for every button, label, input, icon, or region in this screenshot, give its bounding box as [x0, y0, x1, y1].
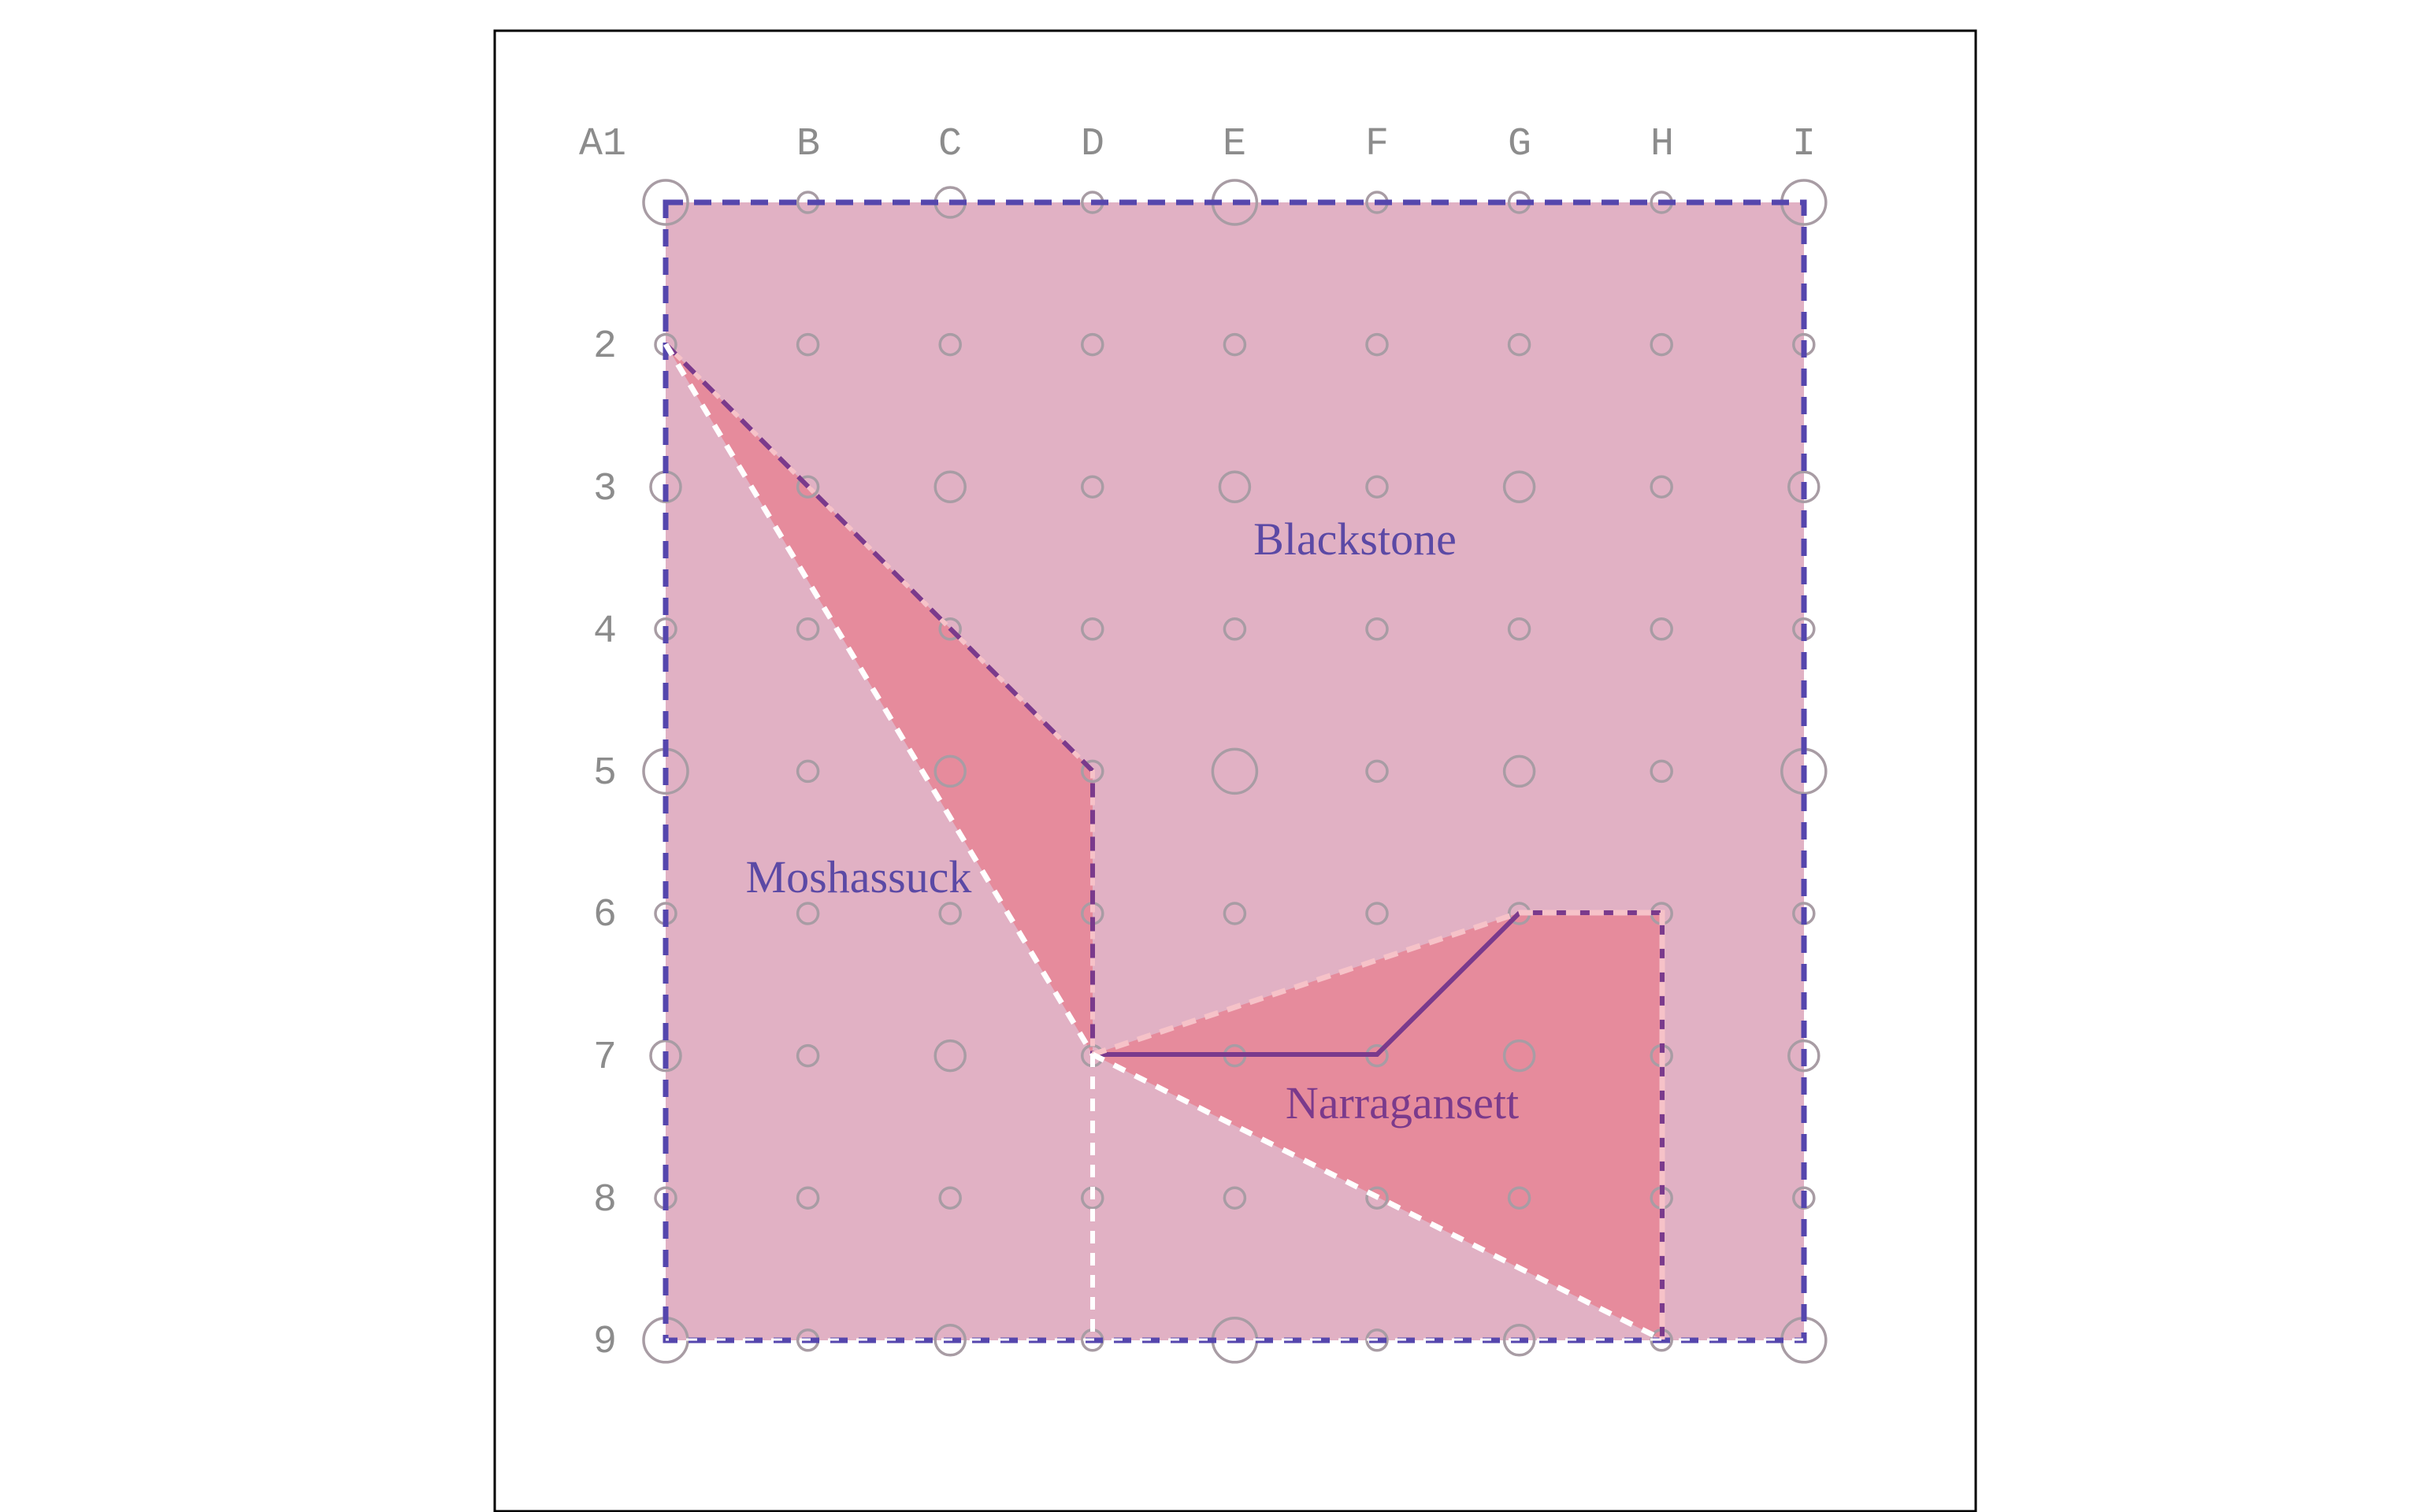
grid-dot [1650, 475, 1673, 498]
moshassuck-white-diagonal [663, 343, 1096, 1056]
grid-dot [1507, 332, 1531, 357]
grid-dot [1365, 332, 1389, 357]
column-label: G [1508, 122, 1531, 167]
blackstone-label: Blackstone [1253, 513, 1457, 565]
grid-dot [1502, 754, 1536, 788]
row-label: 8 [593, 1178, 617, 1223]
grid-dot [796, 759, 820, 784]
grid-dot [1081, 475, 1104, 498]
row-label: 6 [593, 893, 617, 938]
grid-dot [1365, 902, 1389, 925]
grid-dot [1502, 1324, 1536, 1357]
narragansett-white-diagonal [1091, 1051, 1664, 1343]
row-label: 5 [593, 751, 617, 796]
grid-dot [796, 902, 820, 925]
grid-dot [1211, 747, 1259, 795]
grid-dot [642, 179, 689, 226]
row-label: 3 [593, 467, 617, 512]
grid-dot [1650, 332, 1673, 357]
narragansett-region [1093, 913, 1662, 1340]
row-label: 7 [593, 1036, 617, 1080]
narragansett-label: Narragansett [1286, 1077, 1519, 1128]
column-label: C [938, 122, 962, 167]
grid-dot [1081, 617, 1104, 641]
grid-dot [1507, 617, 1531, 641]
grid-dot [938, 1186, 962, 1210]
column-label: E [1223, 122, 1246, 167]
grid-dot [796, 617, 820, 641]
row-label: 4 [593, 610, 617, 654]
grid-dot [1502, 470, 1536, 503]
row-label: 9 [593, 1320, 617, 1365]
grid-dot [938, 332, 962, 357]
boundaries [663, 199, 1807, 1343]
grid-dot [1650, 759, 1673, 784]
row-labels: 2 3 4 5 6 7 8 9 [593, 324, 617, 1365]
column-label: D [1081, 122, 1104, 167]
grid-dot [796, 1043, 820, 1068]
grid-dot [938, 902, 962, 925]
grid-dot [933, 1324, 967, 1357]
row-label: 2 [593, 324, 617, 369]
column-label: F [1365, 122, 1389, 167]
column-label: A1 [579, 122, 626, 167]
grid-dot [1365, 617, 1389, 641]
grid-dot [796, 475, 820, 498]
grid-dot [796, 1186, 820, 1210]
grid-dot [649, 1039, 682, 1073]
grid-dot [938, 617, 962, 641]
column-labels: A1 B C D E F G H I [579, 122, 1816, 167]
moshassuck-pink-edge [663, 342, 1095, 1054]
column-label: B [796, 122, 820, 167]
grid-dot [1223, 1186, 1247, 1210]
grid-dot [1223, 332, 1247, 357]
grid-dot [933, 1039, 967, 1073]
narragansett-pink-dash-upper [1091, 910, 1665, 1340]
grid-dot [1223, 617, 1247, 641]
grid-dot [1081, 759, 1104, 784]
grid-dot [1081, 332, 1104, 357]
grid-dot [933, 754, 967, 788]
moshassuck-label: Moshassuck [746, 851, 972, 902]
grid-dot [1502, 1039, 1536, 1073]
grid-dot [1365, 759, 1389, 784]
grid-dot [796, 332, 820, 357]
grid-dot [1218, 470, 1252, 503]
grid-dot [1650, 617, 1673, 641]
column-label: H [1650, 122, 1674, 167]
grid-dot [1365, 475, 1389, 498]
grid-dot [1787, 1039, 1821, 1073]
grid-dot [1365, 1186, 1389, 1210]
moshassuck-purple-edge [663, 342, 1095, 1054]
grid-dot [1787, 470, 1821, 503]
grid-dot [1507, 1186, 1531, 1210]
grid-dot [933, 470, 967, 503]
grid-dot [1223, 902, 1247, 925]
column-label: I [1792, 122, 1816, 167]
grid-dot [1792, 1186, 1816, 1210]
